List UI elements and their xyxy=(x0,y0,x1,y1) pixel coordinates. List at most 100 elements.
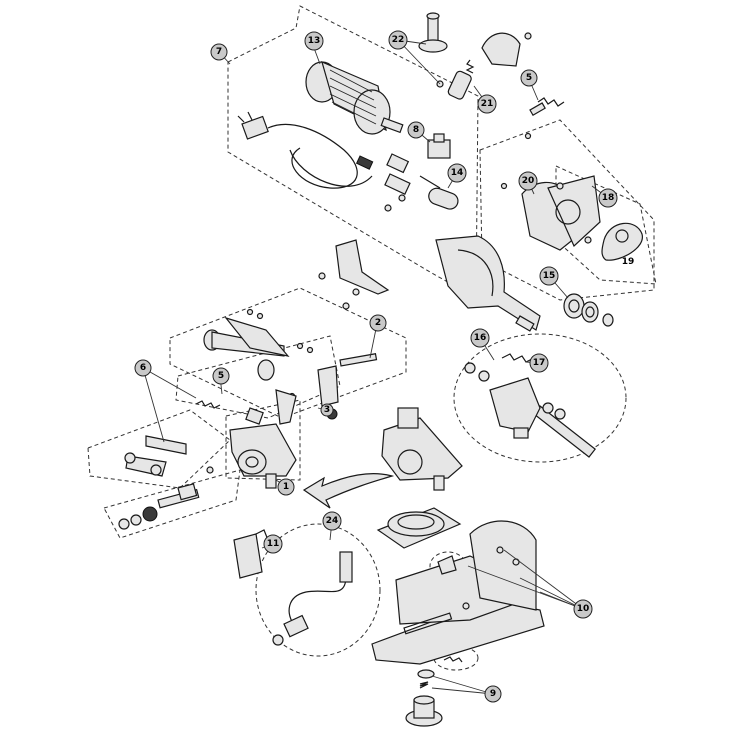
knob-collar xyxy=(418,39,448,53)
base-backplate xyxy=(469,520,537,611)
callout-6: 6 xyxy=(134,359,152,377)
svg-text:17: 17 xyxy=(533,358,546,368)
pivot-lever xyxy=(275,389,297,425)
swivel-plate xyxy=(376,507,462,549)
callout-3: 3 xyxy=(320,403,334,417)
cable-assembly xyxy=(272,551,353,646)
link-rod xyxy=(339,353,378,367)
arm-curve xyxy=(457,249,494,297)
cable-end xyxy=(272,634,284,646)
callout-14: 14 xyxy=(447,163,467,183)
machine-base xyxy=(371,520,545,665)
washer-small xyxy=(602,313,614,327)
arm-group-outline-top xyxy=(169,287,407,419)
svg-text:11: 11 xyxy=(267,539,280,549)
arm-body xyxy=(435,235,541,331)
left-link-joint-b xyxy=(150,464,162,476)
cord-connector xyxy=(355,155,374,170)
svg-text:3: 3 xyxy=(324,405,330,415)
swivel-disc-inner xyxy=(397,514,435,530)
callout-11: 11 xyxy=(263,534,283,554)
washer-mid-hole xyxy=(585,306,595,318)
knob-assembly xyxy=(418,12,475,100)
motor-cooling-fins xyxy=(329,69,377,125)
svg-text:22: 22 xyxy=(392,35,405,45)
pin-screw xyxy=(524,132,532,140)
base-screw-b xyxy=(512,558,520,566)
knob-spring xyxy=(419,681,429,689)
link-bracket xyxy=(317,365,339,407)
motor-shaft xyxy=(380,117,404,134)
svg-text:9: 9 xyxy=(490,689,496,699)
clip-body xyxy=(233,533,263,579)
center-wheel xyxy=(397,449,423,475)
spring-pin-right xyxy=(524,97,565,140)
bracket-plate xyxy=(335,239,390,295)
svg-text:5: 5 xyxy=(218,371,224,381)
callout-21: 21 xyxy=(477,94,497,114)
lower-shaft xyxy=(118,483,200,530)
spring-holder xyxy=(447,70,472,100)
base-detail-spring xyxy=(443,656,463,663)
callout-13: 13 xyxy=(304,31,324,51)
cable-plug-top xyxy=(339,551,353,583)
power-plug xyxy=(241,115,269,140)
spindle-spring xyxy=(501,353,535,363)
spindle-group-outline xyxy=(453,333,627,463)
pivot-post xyxy=(265,473,277,489)
screw-b xyxy=(398,194,406,202)
callout-17: 17 xyxy=(529,353,549,373)
power-cord-loop xyxy=(289,149,373,187)
guard-group-outline xyxy=(479,119,655,301)
plug-pin-a xyxy=(237,115,245,123)
knob-cap xyxy=(426,12,440,20)
top-guard-screw xyxy=(524,32,532,40)
callout-15: 15 xyxy=(539,266,559,286)
svg-text:24: 24 xyxy=(326,516,339,526)
svg-text:7: 7 xyxy=(216,47,222,57)
switch-assembly xyxy=(384,133,459,212)
center-upper-block xyxy=(397,407,419,429)
coil-spring xyxy=(537,97,565,107)
sanding-belt: 19 xyxy=(601,222,643,267)
arm-group-outline-mid xyxy=(175,335,341,419)
svg-text:6: 6 xyxy=(140,363,146,373)
clip-part xyxy=(233,529,269,579)
callout-18: 18 xyxy=(598,188,618,208)
feed-arm-links xyxy=(203,308,378,407)
pivot-wheel xyxy=(237,449,267,475)
svg-text:2: 2 xyxy=(375,318,381,328)
guard-flange xyxy=(547,175,601,248)
washer-mid xyxy=(581,301,599,323)
pin xyxy=(529,102,546,117)
svg-text:8: 8 xyxy=(413,125,419,135)
arrow-shape xyxy=(302,473,395,509)
motor-front xyxy=(353,89,391,135)
top-guard xyxy=(481,32,532,67)
left-link-screw xyxy=(206,466,214,474)
connector-block xyxy=(384,173,411,195)
svg-text:13: 13 xyxy=(308,36,321,46)
spindle-washer-d xyxy=(554,408,566,420)
callout-1: 1 xyxy=(277,478,295,496)
motor-group-outline xyxy=(227,5,479,299)
clamp-detail xyxy=(437,555,457,575)
callout-20: 20 xyxy=(518,171,538,191)
shaft-group-outline xyxy=(103,469,241,539)
screw-a xyxy=(384,204,392,212)
link-end-b xyxy=(257,359,275,381)
pivot-group-outline xyxy=(225,399,301,481)
blade-ref-label: 19 xyxy=(622,257,635,267)
spring-holder-spring xyxy=(465,59,475,74)
svg-text:16: 16 xyxy=(474,333,487,343)
left-link-joint-a xyxy=(124,452,136,464)
spindle-washer-c xyxy=(542,402,554,414)
base-screw-a xyxy=(496,546,504,554)
knob-top xyxy=(413,695,435,705)
spindle-assembly xyxy=(464,353,597,458)
bracket-screw-a xyxy=(318,272,326,280)
svg-text:20: 20 xyxy=(522,176,535,186)
switch-button xyxy=(433,133,445,143)
svg-text:18: 18 xyxy=(602,193,615,203)
